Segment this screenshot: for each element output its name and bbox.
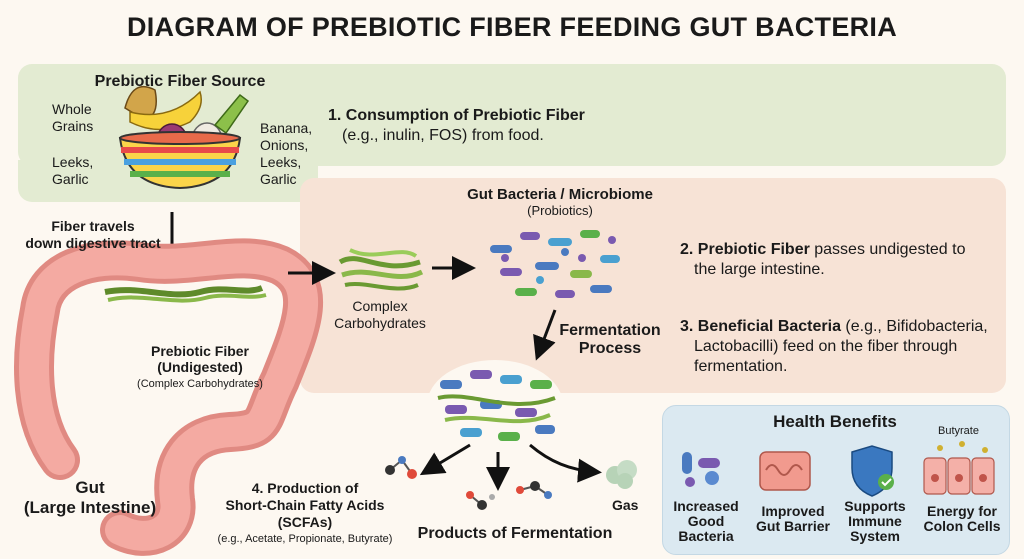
source-label-foods: Banana,Onions,Leeks,Garlic	[260, 120, 313, 187]
diagram-title: DIAGRAM OF PREBIOTIC FIBER FEEDING GUT B…	[126, 12, 898, 42]
undigested-fiber-label: Prebiotic Fiber (Undigested) (Complex Ca…	[137, 343, 263, 390]
food-bowl-icon	[118, 85, 250, 190]
microbiome-label: Gut Bacteria / Microbiome (Probiotics)	[467, 186, 653, 218]
butyrate-molecule-icon	[516, 481, 552, 499]
products-label: Products of Fermentation	[417, 525, 613, 542]
source-label-leeks: Leeks,Garlic	[52, 154, 94, 187]
gut-barrier-icon	[759, 451, 811, 491]
gas-cloud-icon	[606, 460, 637, 489]
source-heading: Prebiotic Fiber Source	[94, 73, 266, 90]
microbiome-cluster-icon	[485, 227, 625, 303]
acetate-molecule-icon	[466, 491, 495, 510]
fermentation-cluster-icon	[427, 360, 563, 450]
health-benefits-heading: Health Benefits	[773, 412, 897, 431]
immune-shield-icon	[851, 445, 894, 497]
step4-text: 4. Production of Short-Chain Fatty Acids…	[217, 480, 393, 545]
butyrate-label: Butyrate	[938, 425, 979, 437]
scfa-molecule-icon	[385, 456, 417, 479]
complex-carbohydrates-icon	[338, 248, 424, 291]
good-bacteria-icon	[682, 452, 720, 487]
step3-text: 3. Beneficial Bacteria (e.g., Bifidobact…	[680, 318, 988, 375]
step1-text: 1. Consumption of Prebiotic Fiber (e.g.,…	[328, 107, 585, 144]
gas-label: Gas	[612, 497, 639, 513]
large-intestine-icon	[14, 238, 323, 556]
step2-text: 2. Prebiotic Fiber passes undigested to …	[680, 241, 966, 278]
gut-label: Gut(Large Intestine)	[23, 478, 157, 517]
colon-cells-icon	[923, 441, 995, 495]
